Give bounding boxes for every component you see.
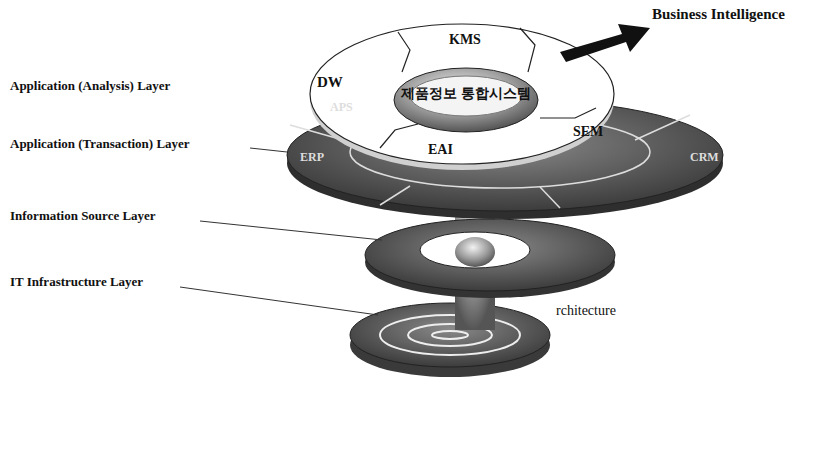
layer-label: ERP (300, 150, 324, 165)
ring-segment: DW (313, 72, 347, 93)
hub-label: 제품정보 통합시스템 (397, 83, 535, 105)
layer-label: Information Source Layer (10, 208, 156, 224)
layer-label: IT Infrastructure Layer (10, 274, 143, 290)
layer-label: rchitecture (556, 303, 616, 319)
layer-label: Business Intelligence (652, 6, 785, 23)
layer-label: Application (Transaction) Layer (10, 136, 190, 152)
segment-text: SEM (573, 124, 603, 140)
segment-text: EAI (428, 142, 453, 158)
layer-label: CRM (690, 150, 719, 165)
ring-segment: KMS (445, 30, 485, 50)
segment-text: KMS (449, 32, 481, 48)
ring-segment: SEM (569, 122, 607, 142)
segment-text: 제품정보 통합시스템 (401, 85, 531, 103)
ring-segment: EAI (424, 140, 457, 160)
layer-label: Application (Analysis) Layer (10, 78, 170, 94)
segment-text: DW (317, 74, 343, 91)
layer-label: APS (330, 100, 353, 115)
